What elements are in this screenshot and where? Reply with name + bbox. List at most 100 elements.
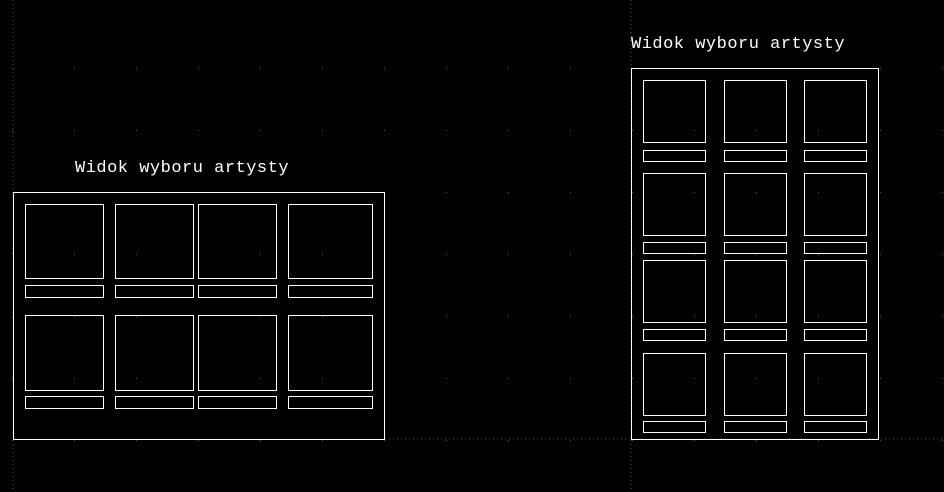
artist-thumbnail[interactable] (643, 353, 706, 416)
grid-dot (74, 68, 75, 69)
grid-dot (508, 440, 509, 441)
grid-dot (942, 440, 943, 441)
grid-dot (632, 316, 633, 317)
grid-dot (818, 440, 819, 441)
artist-name-field (198, 396, 277, 409)
artist-name-field (804, 242, 867, 254)
artist-name-field (643, 150, 706, 162)
grid-dot (570, 316, 571, 317)
grid-dot (260, 254, 261, 255)
portrait-view-title: Widok wyboru artysty (631, 35, 846, 54)
grid-dot (818, 378, 819, 379)
artist-name-field (115, 396, 194, 409)
artist-thumbnail[interactable] (115, 315, 194, 391)
artist-thumbnail[interactable] (288, 204, 373, 279)
artist-name-field (25, 396, 104, 409)
grid-dot (508, 68, 509, 69)
artist-name-field (643, 329, 706, 341)
artist-name-field (643, 242, 706, 254)
artist-name-field (804, 421, 867, 433)
artist-name-field (643, 421, 706, 433)
grid-dot (570, 440, 571, 441)
artist-name-field (288, 285, 373, 298)
grid-dot (880, 378, 881, 379)
artist-name-field (25, 285, 104, 298)
grid-dot (136, 316, 137, 317)
grid-dot (942, 378, 943, 379)
artist-thumbnail[interactable] (198, 315, 277, 391)
grid-dot (12, 254, 13, 255)
grid-dot (322, 130, 323, 131)
grid-dot (322, 68, 323, 69)
artist-thumbnail[interactable] (804, 260, 867, 323)
grid-dot (756, 130, 757, 131)
artist-thumbnail[interactable] (804, 80, 867, 143)
grid-dot (74, 440, 75, 441)
artist-name-field (804, 329, 867, 341)
grid-dot (446, 254, 447, 255)
grid-dot (136, 68, 137, 69)
artist-thumbnail[interactable] (25, 315, 104, 391)
portrait-view-frame (631, 68, 879, 440)
grid-dot (74, 378, 75, 379)
grid-dot (136, 254, 137, 255)
artist-thumbnail[interactable] (25, 204, 104, 279)
grid-dot (12, 378, 13, 379)
artist-thumbnail[interactable] (643, 80, 706, 143)
grid-dot (260, 68, 261, 69)
grid-dot (694, 192, 695, 193)
artist-thumbnail[interactable] (724, 173, 787, 236)
grid-dot (570, 130, 571, 131)
grid-dot (818, 130, 819, 131)
artist-thumbnail[interactable] (804, 173, 867, 236)
artist-name-field (724, 329, 787, 341)
grid-dot (632, 254, 633, 255)
grid-dot (942, 68, 943, 69)
grid-dot (136, 440, 137, 441)
grid-dot (694, 378, 695, 379)
grid-dot (632, 440, 633, 441)
artist-thumbnail[interactable] (115, 204, 194, 279)
grid-dot (260, 440, 261, 441)
grid-dot (508, 130, 509, 131)
grid-dot (260, 316, 261, 317)
grid-dot (322, 316, 323, 317)
grid-dot (570, 378, 571, 379)
grid-dot (446, 316, 447, 317)
artist-thumbnail[interactable] (198, 204, 277, 279)
artist-thumbnail[interactable] (643, 173, 706, 236)
grid-dot (12, 130, 13, 131)
artist-thumbnail[interactable] (804, 353, 867, 416)
artist-thumbnail[interactable] (288, 315, 373, 391)
grid-dot (942, 254, 943, 255)
grid-dot (694, 440, 695, 441)
grid-dot (570, 254, 571, 255)
grid-dot (570, 68, 571, 69)
grid-dot (756, 378, 757, 379)
landscape-view-frame (13, 192, 385, 440)
artist-name-field (804, 150, 867, 162)
grid-dot (198, 130, 199, 131)
grid-dot (880, 440, 881, 441)
grid-dot (818, 316, 819, 317)
grid-dot (632, 378, 633, 379)
artist-thumbnail[interactable] (724, 260, 787, 323)
grid-dot (446, 378, 447, 379)
artist-thumbnail[interactable] (643, 260, 706, 323)
grid-dot (508, 378, 509, 379)
grid-dot (818, 192, 819, 193)
grid-dot (508, 254, 509, 255)
grid-dot (74, 130, 75, 131)
grid-dot (756, 192, 757, 193)
grid-dot (384, 440, 385, 441)
grid-dot (570, 192, 571, 193)
artist-thumbnail[interactable] (724, 80, 787, 143)
grid-dot (694, 130, 695, 131)
artist-name-field (724, 421, 787, 433)
artist-thumbnail[interactable] (724, 353, 787, 416)
grid-dot (508, 316, 509, 317)
grid-dot (880, 254, 881, 255)
grid-dot (632, 192, 633, 193)
grid-dot (198, 440, 199, 441)
grid-dot (446, 130, 447, 131)
